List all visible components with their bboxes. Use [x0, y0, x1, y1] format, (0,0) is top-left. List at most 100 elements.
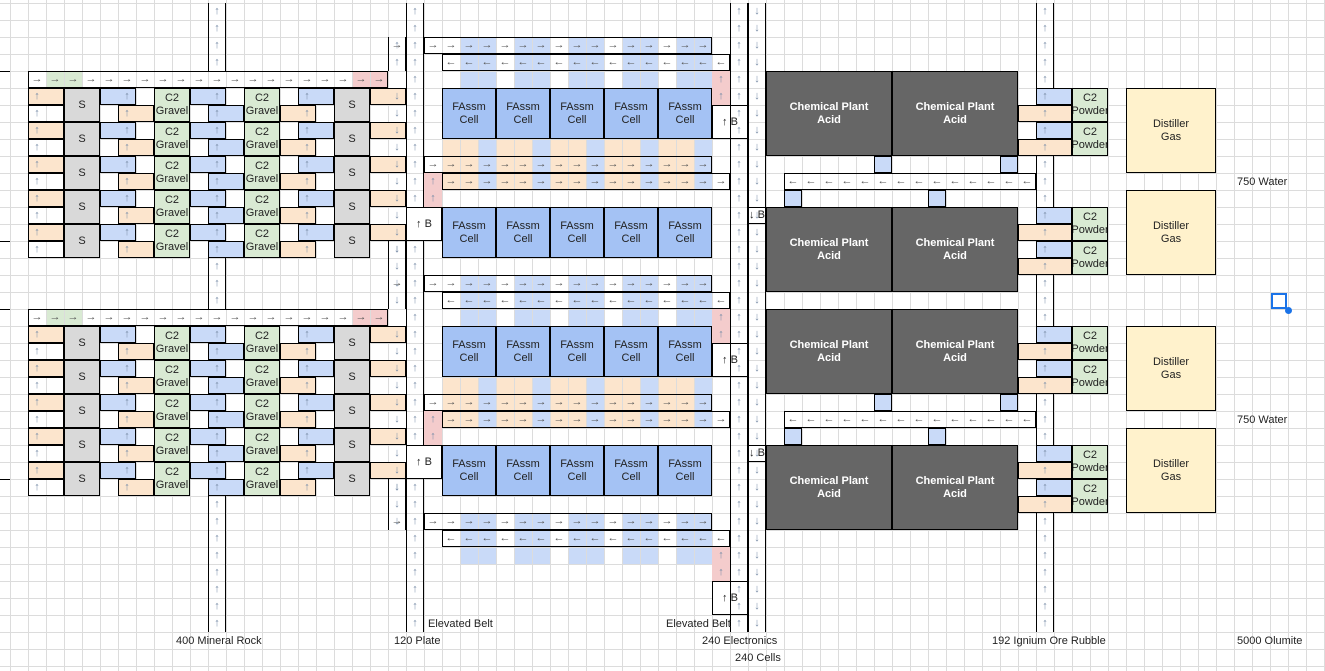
powder-crusher-machine[interactable]: C2 Powder [1072, 445, 1108, 479]
assembler-machine[interactable]: FAssm Cell [442, 445, 496, 496]
mineral-rock-belt[interactable] [208, 3, 226, 71]
chemical-plant-machine[interactable]: Chemical Plant Acid [766, 71, 892, 156]
assembler-machine[interactable]: FAssm Cell [550, 207, 604, 258]
gravel-crusher-machine[interactable]: C2 Gravel [244, 156, 280, 190]
smelter-machine[interactable]: S [64, 360, 100, 394]
assembler-feed-belt-right[interactable] [424, 275, 712, 292]
mineral-rock-belt[interactable] [208, 258, 226, 309]
powder-crusher-machine[interactable]: C2 Powder [1072, 360, 1108, 394]
assembler-machine[interactable]: FAssm Cell [442, 207, 496, 258]
assembler-machine[interactable]: FAssm Cell [658, 445, 712, 496]
assembler-machine[interactable]: FAssm Cell [550, 326, 604, 377]
gravel-crusher-machine[interactable]: C2 Gravel [244, 360, 280, 394]
assembler-machine[interactable]: FAssm Cell [550, 88, 604, 139]
distiller-machine[interactable]: Distiller Gas [1126, 190, 1216, 275]
assembler-machine[interactable]: FAssm Cell [442, 88, 496, 139]
acid-collector-belt[interactable] [784, 173, 1036, 190]
smelter-machine[interactable]: S [334, 360, 370, 394]
assembler-feed-belt[interactable] [442, 173, 730, 190]
plate-elevated-belt[interactable] [406, 3, 424, 632]
smelter-machine[interactable]: S [64, 394, 100, 428]
assembler-machine[interactable]: FAssm Cell [550, 445, 604, 496]
smelter-machine[interactable]: S [334, 122, 370, 156]
smelter-machine[interactable]: S [64, 88, 100, 122]
assembler-machine[interactable]: FAssm Cell [496, 326, 550, 377]
assembler-machine[interactable]: FAssm Cell [604, 326, 658, 377]
gravel-crusher-machine[interactable]: C2 Gravel [154, 462, 190, 496]
smelter-machine[interactable]: S [64, 190, 100, 224]
assembler-machine[interactable]: FAssm Cell [658, 88, 712, 139]
gravel-crusher-machine[interactable]: C2 Gravel [154, 88, 190, 122]
powder-crusher-machine[interactable]: C2 Powder [1072, 326, 1108, 360]
powder-crusher-machine[interactable]: C2 Powder [1072, 207, 1108, 241]
gravel-crusher-machine[interactable]: C2 Gravel [244, 326, 280, 360]
chemical-plant-machine[interactable]: Chemical Plant Acid [892, 309, 1018, 394]
chemical-plant-machine[interactable]: Chemical Plant Acid [892, 71, 1018, 156]
smelter-machine[interactable]: S [334, 462, 370, 496]
assembler-machine[interactable]: FAssm Cell [496, 207, 550, 258]
assembler-machine[interactable]: FAssm Cell [604, 88, 658, 139]
powder-crusher-machine[interactable]: C2 Powder [1072, 88, 1108, 122]
gravel-crusher-machine[interactable]: C2 Gravel [244, 88, 280, 122]
gravel-crusher-machine[interactable]: C2 Gravel [244, 394, 280, 428]
assembler-feed-belt-right[interactable] [424, 394, 712, 411]
assembler-feed-belt-right[interactable] [424, 37, 712, 54]
gravel-crusher-machine[interactable]: C2 Gravel [154, 190, 190, 224]
smelter-machine[interactable]: S [64, 122, 100, 156]
smelter-machine[interactable]: S [334, 326, 370, 360]
smelter-machine[interactable]: S [334, 428, 370, 462]
assembler-machine[interactable]: FAssm Cell [658, 326, 712, 377]
gravel-crusher-machine[interactable]: C2 Gravel [244, 224, 280, 258]
rock-feeder-belt[interactable] [28, 309, 388, 326]
smelter-machine[interactable]: S [334, 224, 370, 258]
smelter-machine[interactable]: S [64, 224, 100, 258]
ignium-rubble-belt[interactable] [1036, 3, 1054, 632]
gravel-crusher-machine[interactable]: C2 Gravel [154, 156, 190, 190]
gravel-crusher-machine[interactable]: C2 Gravel [244, 428, 280, 462]
distiller-machine[interactable]: Distiller Gas [1126, 326, 1216, 411]
powder-crusher-machine[interactable]: C2 Powder [1072, 122, 1108, 156]
smelter-machine[interactable]: S [334, 88, 370, 122]
selection-fill-handle[interactable] [1285, 307, 1292, 314]
assembler-machine[interactable]: FAssm Cell [496, 88, 550, 139]
cell-selection-box[interactable] [1271, 293, 1287, 309]
powder-crusher-machine[interactable]: C2 Powder [1072, 241, 1108, 275]
distiller-machine[interactable]: Distiller Gas [1126, 88, 1216, 173]
chemical-plant-machine[interactable]: Chemical Plant Acid [766, 309, 892, 394]
gravel-crusher-machine[interactable]: C2 Gravel [154, 394, 190, 428]
plate-branch-belt[interactable] [388, 241, 406, 309]
chemical-plant-machine[interactable]: Chemical Plant Acid [766, 445, 892, 530]
cells-output-belt[interactable] [748, 3, 766, 632]
assembler-feed-belt[interactable] [442, 292, 730, 309]
gravel-crusher-machine[interactable]: C2 Gravel [244, 462, 280, 496]
gravel-crusher-machine[interactable]: C2 Gravel [154, 224, 190, 258]
assembler-machine[interactable]: FAssm Cell [658, 207, 712, 258]
rock-feeder-belt[interactable] [28, 71, 388, 88]
assembler-feed-belt-right[interactable] [424, 156, 712, 173]
balancer-up[interactable]: ↑ B [406, 207, 442, 241]
gravel-crusher-machine[interactable]: C2 Gravel [154, 326, 190, 360]
powder-crusher-machine[interactable]: C2 Powder [1072, 479, 1108, 513]
assembler-feed-belt[interactable] [442, 54, 730, 71]
assembler-machine[interactable]: FAssm Cell [604, 445, 658, 496]
gravel-crusher-machine[interactable]: C2 Gravel [244, 190, 280, 224]
gravel-crusher-machine[interactable]: C2 Gravel [154, 428, 190, 462]
distiller-machine[interactable]: Distiller Gas [1126, 428, 1216, 513]
gravel-crusher-machine[interactable]: C2 Gravel [244, 122, 280, 156]
smelter-machine[interactable]: S [64, 462, 100, 496]
chemical-plant-machine[interactable]: Chemical Plant Acid [892, 207, 1018, 292]
assembler-machine[interactable]: FAssm Cell [604, 207, 658, 258]
chemical-plant-machine[interactable]: Chemical Plant Acid [766, 207, 892, 292]
plate-branch-belt[interactable] [388, 479, 406, 530]
assembler-feed-belt[interactable] [442, 530, 730, 547]
balancer-up[interactable]: ↑ B [406, 445, 442, 479]
smelter-machine[interactable]: S [64, 326, 100, 360]
mineral-rock-belt[interactable] [208, 496, 226, 632]
gravel-crusher-machine[interactable]: C2 Gravel [154, 122, 190, 156]
smelter-machine[interactable]: S [334, 156, 370, 190]
plate-branch-belt[interactable] [388, 37, 406, 71]
gravel-crusher-machine[interactable]: C2 Gravel [154, 360, 190, 394]
assembler-feed-belt-right[interactable] [424, 513, 712, 530]
acid-collector-belt[interactable] [784, 411, 1036, 428]
smelter-machine[interactable]: S [64, 428, 100, 462]
